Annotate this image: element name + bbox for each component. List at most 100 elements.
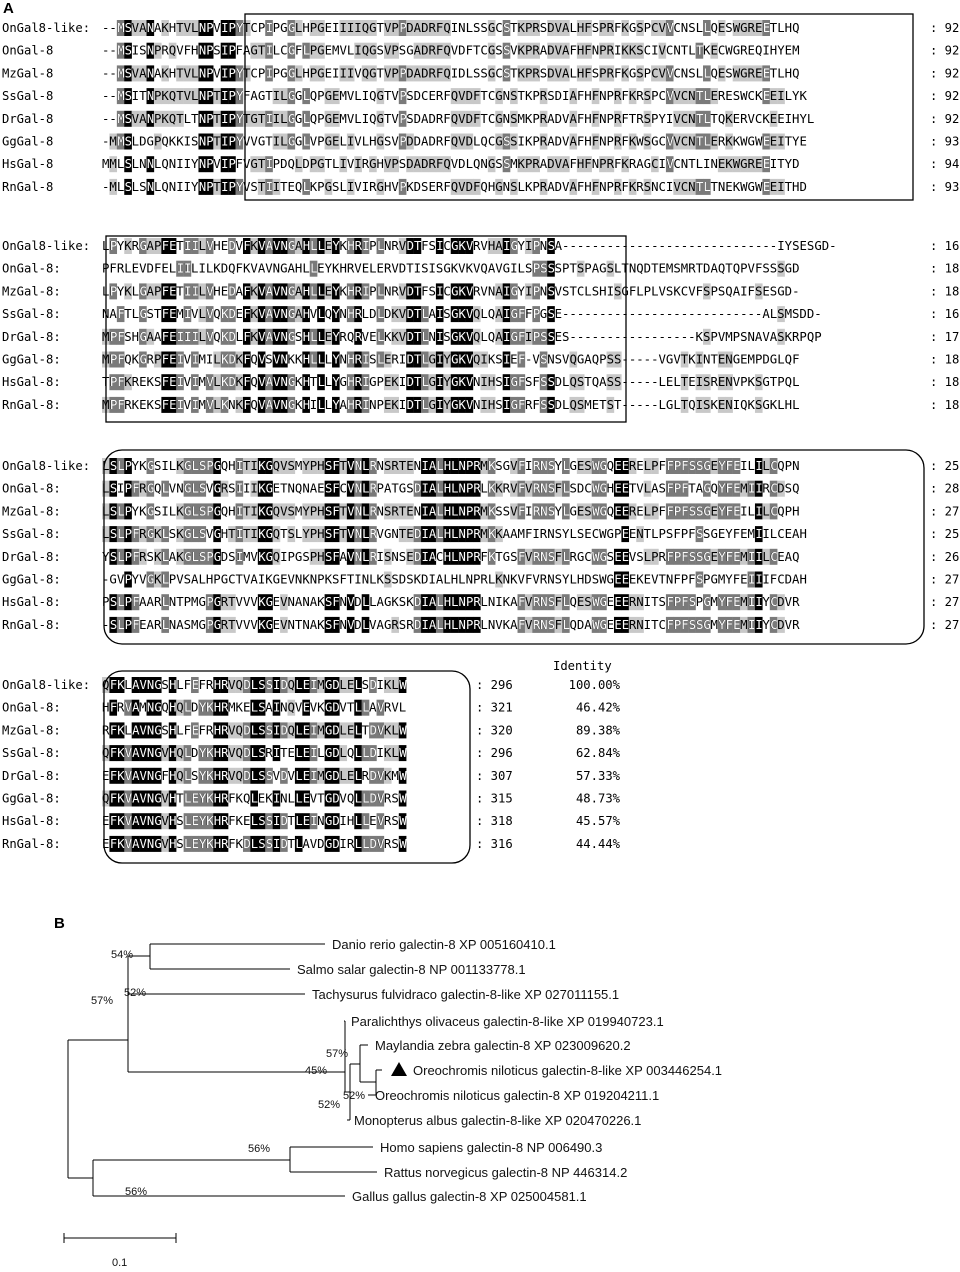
residue-shade [532,42,540,59]
residue: L [421,375,428,389]
residue-shade [376,110,385,127]
residue: S [110,618,117,632]
residue: W [399,814,407,828]
residue-shade [354,767,362,784]
residue-shade [139,790,147,807]
sequence-end-position: : 182 [930,398,960,412]
residue-shade [680,458,689,474]
residue-shade [257,351,266,368]
residue: K [117,814,125,828]
residue-shade [606,396,615,413]
residue: G [288,21,295,35]
residue-shade [161,813,169,830]
residue: N [540,618,547,632]
residue-shade [324,526,333,543]
residue-shade [250,745,259,762]
residue-shade [606,20,615,36]
residue-shade [265,396,273,413]
residue: R [533,595,541,609]
sequence-end-position: : 321 [476,701,513,715]
sequence-name: OnGal8-like: [2,459,90,473]
residue-shade [272,374,281,391]
residue-shade [191,813,199,830]
residue: S [689,550,696,564]
residue-shade [153,238,162,254]
residue-shade [213,594,221,611]
residue: K [258,459,266,473]
residue-shade [168,745,177,762]
residue-shade [502,283,511,300]
residue-shade [754,374,763,391]
residue-shade [309,503,318,520]
residue: Y [199,837,207,851]
residue-shade [139,283,147,300]
residue-shade [606,42,615,59]
residue-shade [628,178,637,195]
residue-shade [421,548,429,565]
residue-shade [139,767,147,784]
residue-shade [191,65,199,82]
residue-shade [636,526,644,543]
residue: S [689,504,696,518]
residue-shade [198,42,207,59]
residue-shade [146,458,155,474]
residue: G [154,837,161,851]
residue: G [600,459,607,473]
residue-shade [205,790,214,807]
residue-shade [376,178,385,195]
residue: V [140,678,147,692]
sequence-name: HsGal-8: [2,814,61,828]
residue-shade [265,548,273,565]
alignment-row: OnGal8-like:--MSVANAKHTVLNPVIPYTCPIPGGLH… [2,20,959,36]
residue-shade [235,88,244,105]
residue: H [214,746,221,760]
residue-shade [547,328,555,345]
residue: H [214,678,221,692]
residue-shade [725,458,733,474]
residue-shade [717,594,726,611]
residue: F [243,307,250,321]
residue-shade [354,835,362,852]
residue-shade [265,283,273,300]
residue-shade [242,767,251,784]
residue: L [451,482,458,496]
residue: K [488,527,496,541]
residue: P [125,595,132,609]
residue-shade [213,110,221,127]
residue-shade [421,374,429,391]
residue: E [622,618,629,632]
residue: N [540,595,547,609]
residue-shade [176,767,184,784]
residue-shade [717,616,726,633]
residue-shade [280,351,288,368]
residue-shade [220,396,229,413]
residue: I [310,746,317,760]
residue: I [221,44,228,58]
residue: G [600,595,607,609]
residue-shade [153,526,162,543]
residue-shade [153,110,162,127]
residue-shade [265,328,273,345]
residue: V [666,21,673,35]
residue-shade [220,88,229,105]
residue-shade [435,156,444,173]
residue-shade [146,238,155,254]
residue-shade [421,594,429,611]
residue: I [436,239,443,253]
residue-shade [161,396,169,413]
residue-shade [302,503,310,520]
residue-shade [346,306,355,323]
residue: M [117,21,124,35]
residue-shade [146,571,155,588]
residue: F [518,618,525,632]
residue: T [414,353,422,367]
residue-shade [272,133,281,150]
residue-shade [109,396,118,413]
residue: P [125,482,132,496]
residue: S [503,44,510,58]
residue-shade [710,133,719,150]
residue-shade [510,110,518,127]
residue-shade [406,306,414,323]
residue-shade [517,306,526,323]
residue-shade [754,571,763,588]
